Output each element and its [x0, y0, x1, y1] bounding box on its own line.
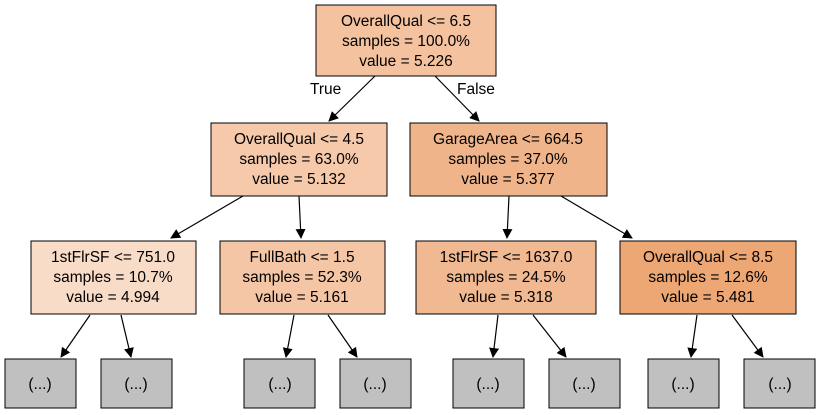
node-n6-samples: samples = 12.6%	[648, 269, 768, 286]
node-n1-value: value = 5.132	[252, 171, 346, 188]
leaf-box	[647, 358, 720, 409]
edge-n2-to-n6	[560, 195, 633, 239]
node-n1: OverallQual <= 4.5 samples = 63.0% value…	[210, 122, 388, 197]
node-n5: 1stFlrSF <= 1637.0 samples = 24.5% value…	[415, 240, 597, 315]
node-n3-split: 1stFlrSF <= 751.0	[51, 249, 175, 266]
edge-n4-to-leaf	[327, 314, 358, 358]
edge-label-true: True	[310, 81, 341, 98]
leaf-label: (...)	[476, 376, 499, 393]
node-n3-samples: samples = 10.7%	[53, 269, 173, 286]
node-root-split: OverallQual <= 6.5	[341, 13, 471, 30]
node-n4-split: FullBath <= 1.5	[249, 249, 354, 266]
leaf-node: (...)	[452, 358, 525, 409]
leaf-label: (...)	[572, 376, 595, 393]
node-n2-box	[409, 122, 608, 197]
leaf-box	[339, 358, 412, 409]
leaf-box	[243, 358, 316, 409]
edge-n5-to-leaf	[489, 314, 500, 358]
edge-n1-to-n4	[295, 195, 306, 239]
node-n2-split: GarageArea <= 664.5	[433, 131, 583, 148]
node-n6: OverallQual <= 8.5 samples = 12.6% value…	[619, 240, 797, 315]
leaf-box	[743, 358, 816, 409]
edge-n5-to-leaf	[532, 314, 567, 358]
edge-n6-to-leaf	[731, 314, 764, 358]
node-n6-split: OverallQual <= 8.5	[643, 249, 773, 266]
leaf-node: (...)	[743, 358, 816, 409]
node-n1-samples: samples = 63.0%	[239, 151, 359, 168]
edge-n6-to-leaf	[687, 314, 698, 358]
leaf-nodes: (...) (...) (...) (...) (...) (...) (...…	[4, 358, 816, 409]
leaf-node: (...)	[243, 358, 316, 409]
leaf-label: (...)	[671, 376, 694, 393]
node-n3: 1stFlrSF <= 751.0 samples = 10.7% value …	[30, 240, 197, 315]
node-n2-value: value = 5.377	[461, 171, 555, 188]
edge-n2-to-n5	[502, 195, 513, 239]
edge-root-to-n1	[328, 75, 376, 122]
node-n5-value: value = 5.318	[459, 289, 553, 306]
leaf-label: (...)	[124, 376, 147, 393]
node-n1-split: OverallQual <= 4.5	[234, 131, 364, 148]
edge-label-false: False	[457, 81, 495, 98]
node-root-samples: samples = 100.0%	[342, 33, 470, 50]
node-n6-box	[619, 240, 797, 315]
leaf-label: (...)	[768, 376, 791, 393]
node-n5-samples: samples = 24.5%	[446, 269, 566, 286]
node-n2: GarageArea <= 664.5 samples = 37.0% valu…	[409, 122, 608, 197]
node-n1-box	[210, 122, 388, 197]
node-n4-box	[219, 240, 386, 315]
node-n4-value: value = 5.161	[255, 289, 349, 306]
node-root-value: value = 5.226	[359, 53, 453, 70]
leaf-node: (...)	[339, 358, 412, 409]
edge-n3-to-leaf	[60, 314, 91, 358]
leaf-box	[100, 358, 173, 409]
leaf-node: (...)	[548, 358, 621, 409]
leaf-box	[4, 358, 77, 409]
leaf-label: (...)	[268, 376, 291, 393]
leaf-node: (...)	[647, 358, 720, 409]
tree-edges	[60, 75, 764, 358]
node-n4-samples: samples = 52.3%	[242, 269, 362, 286]
node-n4: FullBath <= 1.5 samples = 52.3% value = …	[219, 240, 386, 315]
leaf-box	[548, 358, 621, 409]
edge-root-to-n2	[434, 75, 480, 122]
node-root: OverallQual <= 6.5 samples = 100.0% valu…	[315, 4, 497, 77]
node-n2-samples: samples = 37.0%	[448, 151, 568, 168]
leaf-box	[452, 358, 525, 409]
edge-n3-to-leaf	[120, 314, 134, 358]
leaf-node: (...)	[100, 358, 173, 409]
node-n5-split: 1stFlrSF <= 1637.0	[440, 249, 573, 266]
node-n3-box	[30, 240, 197, 315]
leaf-label: (...)	[28, 376, 51, 393]
leaf-label: (...)	[363, 376, 386, 393]
edge-n1-to-n3	[170, 195, 244, 239]
node-root-box	[315, 4, 497, 77]
leaf-node: (...)	[4, 358, 77, 409]
node-n6-value: value = 5.481	[661, 289, 755, 306]
node-n3-value: value = 4.994	[66, 289, 160, 306]
edge-n4-to-leaf	[282, 314, 295, 358]
node-n5-box	[415, 240, 597, 315]
